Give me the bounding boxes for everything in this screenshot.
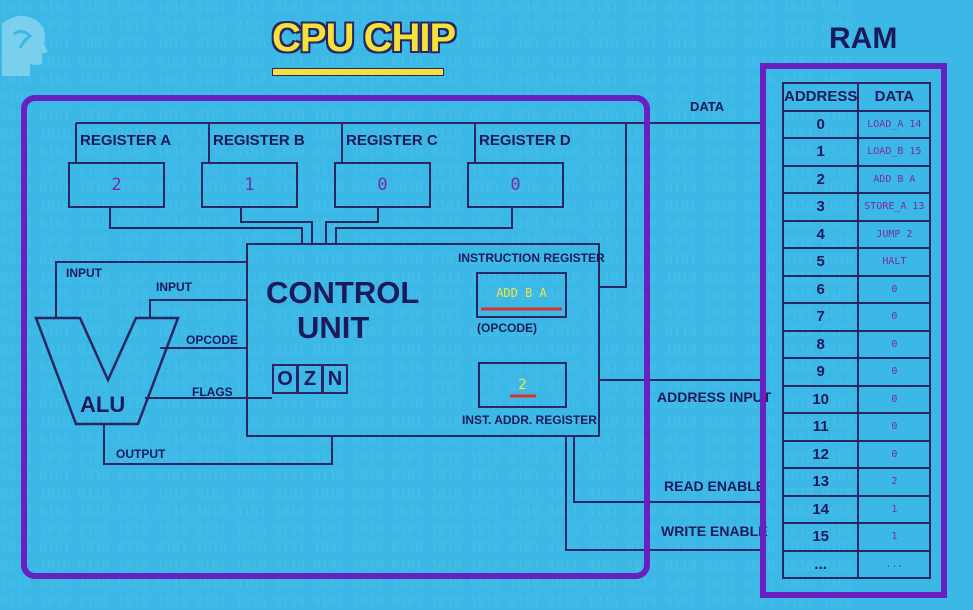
alu-shape [34,316,180,426]
ram-data-cell: LOAD_B 15 [857,137,932,167]
ram-address-cell: 14 [781,494,860,524]
inst-addr-register-label: INST. ADDR. REGISTER [462,413,597,427]
register-a-label: REGISTER A [80,132,172,149]
ram-address-cell: 11 [781,412,860,442]
instruction-register-value: ADD B A [496,286,547,300]
ram-data-cell: 0 [857,439,932,469]
ram-address-cell: 13 [781,467,860,497]
ram-address-cell: 1 [781,137,860,167]
register-d-label: REGISTER D [479,132,571,149]
ram-title: RAM [829,22,898,55]
ram-data-cell: 0 [857,274,932,304]
alu-flags-label: FLAGS [192,385,233,399]
inst-addr-register-value: 2 [518,377,527,393]
ram-data-cell: STORE_A 13 [857,192,932,222]
alu-label: ALU [80,392,126,417]
register-a-value: 2 [68,162,165,208]
ram-data-cell: 1 [857,522,932,552]
register-b-value: 1 [201,162,298,208]
ram-header-address: ADDRESS [781,82,860,112]
ram-data-cell: JUMP 2 [857,219,932,249]
ram-address-cell: 15 [781,522,860,552]
ram-row: ...... [781,549,932,579]
opcode-note: (OPCODE) [477,321,537,335]
logo-icon [2,15,48,76]
ram-border [760,63,947,598]
instruction-register-box [476,272,567,318]
alu-input-b-label: INPUT [156,280,192,294]
control-unit-title-line1: CONTROL [266,275,420,310]
ram-data-cell: 1 [857,494,932,524]
flag-zero: Z [297,364,323,394]
alu-opcode-label: OPCODE [186,333,239,347]
ram-header-data: DATA [857,82,932,112]
ram-address-cell: 5 [781,247,860,277]
instruction-register-label: INSTRUCTION REGISTER [458,251,605,265]
ram-address-cell: 8 [781,329,860,359]
ram-data-cell: 0 [857,384,932,414]
ram-address-cell: 10 [781,384,860,414]
inst-addr-register-box [478,362,567,408]
ram-data-cell: HALT [857,247,932,277]
cpu-chip-border [21,95,650,579]
cpu-chip-title: CPU CHIP [272,16,456,60]
ram-address-cell: 4 [781,219,860,249]
cpu-title-underline [272,68,444,76]
register-b-label: REGISTER B [213,132,305,149]
ram-data-cell: 0 [857,357,932,387]
flag-negative: N [322,364,348,394]
ram-address-cell: 9 [781,357,860,387]
ram-data-cell: 0 [857,412,932,442]
ram-data-cell: 0 [857,329,932,359]
ram-address-cell: 7 [781,302,860,332]
ram-data-cell: ... [857,549,932,579]
ram-data-cell: ADD B A [857,164,932,194]
ram-address-cell: 6 [781,274,860,304]
ram-address-cell: 3 [781,192,860,222]
alu-output-label: OUTPUT [116,447,166,461]
ram-data-cell: LOAD_A 14 [857,109,932,139]
ram-data-cell: 2 [857,467,932,497]
write-enable-label: WRITE ENABLE [661,523,768,539]
address-input-label: ADDRESS INPUT [657,389,772,405]
register-d-value: 0 [467,162,564,208]
ram-address-cell: 2 [781,164,860,194]
ram-address-cell: ... [781,549,860,579]
flag-overflow: O [272,364,298,394]
ram-address-cell: 0 [781,109,860,139]
data-bus-label: DATA [690,99,725,114]
ram-address-cell: 12 [781,439,860,469]
register-c-value: 0 [334,162,431,208]
control-unit-title-line2: UNIT [297,310,370,345]
control-unit-box [246,243,600,437]
read-enable-label: READ ENABLE [664,478,766,494]
register-c-label: REGISTER C [346,132,438,149]
alu-input-a-label: INPUT [66,266,102,280]
ram-data-cell: 0 [857,302,932,332]
